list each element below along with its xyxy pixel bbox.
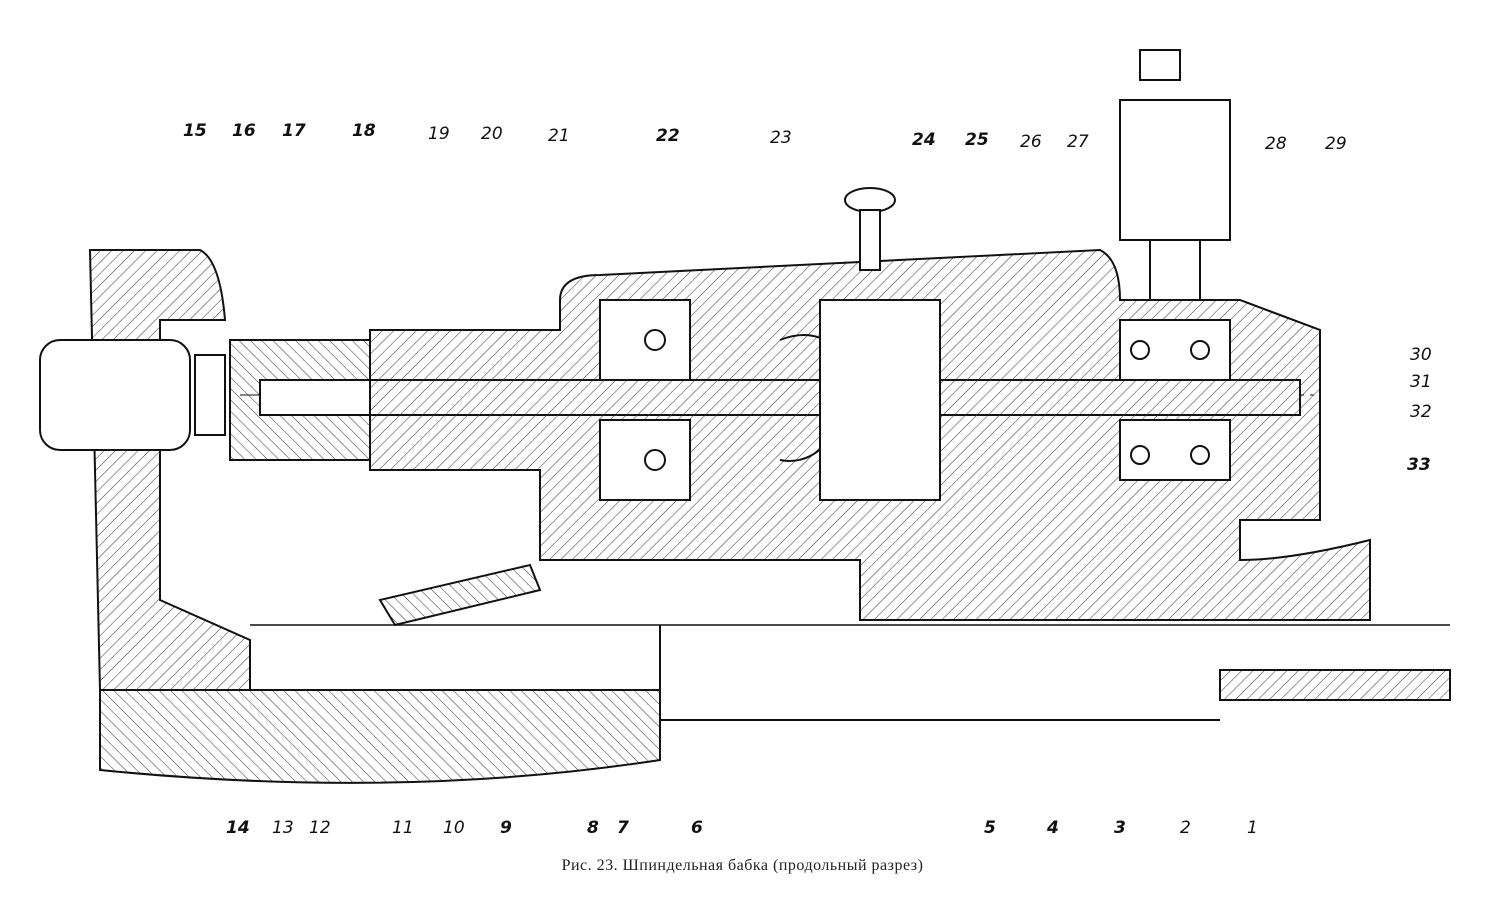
bearing-rear-lower [1119,419,1231,481]
base-lower [99,689,661,784]
machine-frame-left [88,249,251,691]
label-4: 4 [1047,818,1059,838]
base-right [1219,669,1451,701]
label-18: 18 [352,121,376,141]
label-14: 14 [226,818,250,838]
label-11: 11 [392,818,414,838]
label-10: 10 [443,818,465,838]
label-19: 19 [428,124,450,144]
label-12: 12 [309,818,331,838]
label-24: 24 [912,130,936,150]
label-21: 21 [548,126,570,146]
label-20: 20 [481,124,503,144]
label-23: 23 [770,128,792,148]
label-13: 13 [272,818,294,838]
label-1: 1 [1247,818,1258,838]
label-2: 2 [1180,818,1191,838]
label-29: 29 [1325,134,1347,154]
label-15: 15 [183,121,207,141]
label-32: 32 [1410,402,1432,422]
label-31: 31 [1410,372,1432,392]
hydraulic-cylinder [1119,99,1231,241]
label-16: 16 [232,121,256,141]
collet-chuck [39,339,191,451]
clutch-sleeve [819,299,941,501]
coolant-pipe [378,563,542,627]
label-3: 3 [1114,818,1126,838]
label-33: 33 [1407,455,1431,475]
label-5: 5 [984,818,996,838]
label-7: 7 [617,818,629,838]
label-17: 17 [282,121,306,141]
label-26: 26 [1020,132,1042,152]
figure-caption: Рис. 23. Шпиндельная бабка (продольный р… [561,857,924,874]
label-6: 6 [691,818,703,838]
label-9: 9 [500,818,512,838]
control-knob [844,187,896,213]
label-8: 8 [587,818,599,838]
bearing-rear-upper [1119,319,1231,381]
label-25: 25 [965,130,989,150]
label-22: 22 [656,126,680,146]
label-27: 27 [1067,132,1089,152]
label-28: 28 [1265,134,1287,154]
label-30: 30 [1410,345,1432,365]
